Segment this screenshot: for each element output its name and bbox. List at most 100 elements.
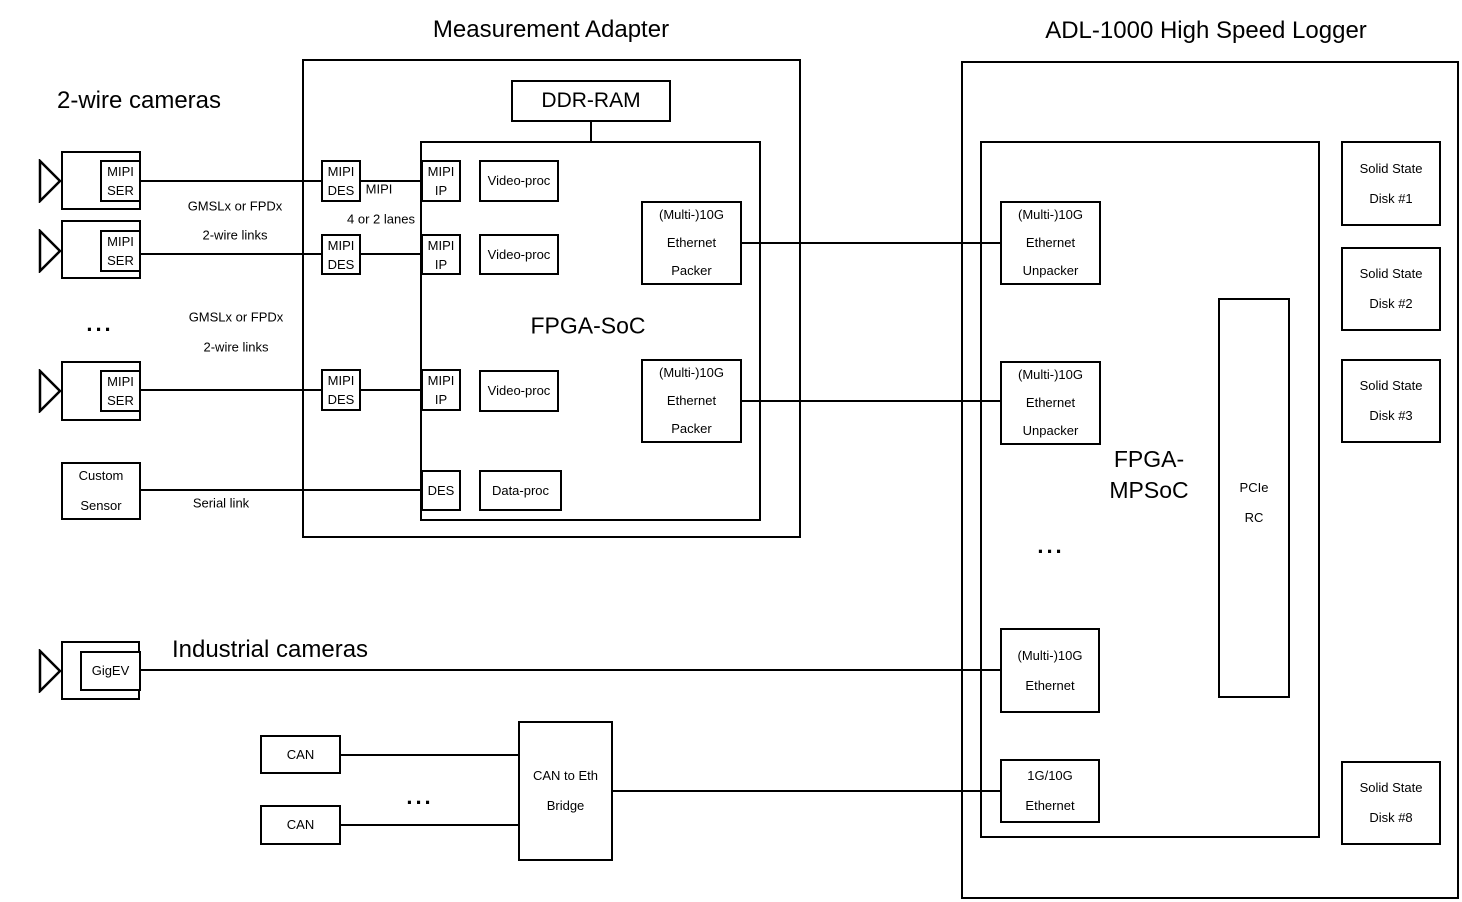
ddr-ram-box: DDR-RAM [511,80,671,122]
mipi-ser-line1: MIPI [107,374,134,389]
connector-can1-bridge [341,754,521,756]
pcie-rc-box: PCIe RC [1218,298,1290,698]
fpga-soc-label: FPGA-SoC [530,312,646,339]
fpga-mpsoc-label: FPGA- MPSoC [1109,444,1188,506]
ssd-line2: Disk #2 [1369,296,1413,311]
video-proc-box: Video-proc [479,234,559,275]
industrial-cameras-title: Industrial cameras [171,636,369,663]
mipi-ser-line2: SER [107,183,134,198]
can-ellipsis: ... [406,784,434,809]
link-label-gmsl: GMSLx or FPDx [188,309,284,325]
can-label: CAN [286,746,315,762]
camera-lens-icon [38,369,62,413]
can-label: CAN [286,817,315,832]
pcie-line2: RC [1244,510,1264,525]
pcie-line1: PCIe [1239,480,1269,495]
mipi-ip-line1: MIPI [427,373,455,388]
bridge-line2: Bridge [546,798,585,813]
link-label-serial: Serial link [192,495,250,511]
mipi-des-line1: MIPI [327,237,355,253]
bridge-line1: CAN to Eth [532,768,599,783]
can-node-box: CAN [260,805,341,845]
custom-sensor-box: Custom Sensor [61,462,141,520]
link-label-gmsl: GMSLx or FPDx [187,198,283,214]
unpacker-line1: (Multi-)10G [1017,207,1083,222]
packer-line1: (Multi-)10G [658,207,724,222]
can-eth-bridge-box: CAN to Eth Bridge [518,721,613,861]
mipi-ser-chip: MIPI SER [100,230,141,272]
link-label-mipi: MIPI [365,181,393,197]
gigev-label: GigEV [91,663,130,678]
connector-cam2-des2 [141,253,441,255]
ssd-box: Solid State Disk #8 [1341,761,1441,845]
camera-lens-icon [38,229,62,273]
connector-cam1-des1 [141,180,441,182]
fpga-mpsoc-label-line2: MPSoC [1109,477,1189,503]
mipi-des-line2: DES [327,256,355,272]
custom-sensor-line1: Custom [78,468,124,483]
mipi-des-box: MIPI DES [321,234,361,275]
packer-line3: Packer [671,421,712,436]
ddr-ram-label: DDR-RAM [541,89,641,112]
measurement-adapter-frame [302,59,801,538]
connector-bridge-eth [613,790,1043,792]
data-proc-label: Data-proc [491,482,550,498]
connector-gigev-eth [140,669,1045,671]
link-label-2wire: 2-wire links [202,227,268,243]
fpga-mpsoc-label-line1: FPGA- [1113,446,1185,472]
connector-can2-bridge [341,824,521,826]
des-box: DES [421,470,461,511]
ethernet-packer-box: (Multi-)10G Ethernet Packer [641,201,742,285]
gigev-chip: GigEV [80,651,141,691]
ssd-line2: Disk #8 [1369,810,1413,825]
measurement-adapter-title: Measurement Adapter [432,16,670,43]
unpacker-line1: (Multi-)10G [1017,367,1083,382]
ssd-line1: Solid State [1359,780,1423,795]
ethernet-unpacker-box: (Multi-)10G Ethernet Unpacker [1000,201,1101,285]
unpacker-line3: Unpacker [1022,263,1079,278]
link-label-lanes: 4 or 2 lanes [347,211,415,227]
packer-line2: Ethernet [666,393,717,408]
connector-packer2-unpacker2 [741,400,1041,402]
ssd-box: Solid State Disk #3 [1341,359,1441,443]
connector-cam3-des3 [141,389,441,391]
mipi-des-line2: DES [327,392,355,407]
ethernet-packer-box: (Multi-)10G Ethernet Packer [641,359,742,443]
video-proc-label: Video-proc [487,383,551,398]
ethernet-unpacker-box: (Multi-)10G Ethernet Unpacker [1000,361,1101,445]
ssd-line2: Disk #1 [1369,190,1413,206]
mipi-ip-box: MIPI IP [421,160,461,202]
mipi-ip-line2: IP [434,392,448,407]
logger-ellipsis: ... [1037,533,1065,558]
unpacker-line3: Unpacker [1022,423,1079,438]
video-proc-box: Video-proc [479,370,559,412]
ssd-box: Solid State Disk #1 [1341,141,1441,226]
eth-10g-line2: Ethernet [1025,677,1075,693]
mipi-ip-line1: MIPI [427,164,455,179]
link-label-2wire: 2-wire links [203,339,269,355]
video-proc-label: Video-proc [487,173,551,188]
packer-line3: Packer [671,263,712,278]
ethernet-1g-box: 1G/10G Ethernet [1000,759,1100,823]
fpga-soc-frame [420,141,761,521]
mipi-des-line2: DES [327,183,355,198]
eth-10g-line1: (Multi-)10G [1017,647,1083,663]
cameras-ellipsis: ... [86,311,114,336]
custom-sensor-line2: Sensor [80,498,122,513]
can-node-box: CAN [260,735,341,774]
des-label: DES [427,483,455,498]
connector-packer1-unpacker1 [741,242,1041,244]
packer-line2: Ethernet [666,235,717,250]
ethernet-10g-box: (Multi-)10G Ethernet [1000,628,1100,713]
mipi-des-box: MIPI DES [321,369,361,411]
mipi-ip-line1: MIPI [427,237,455,253]
unpacker-line2: Ethernet [1025,235,1076,250]
two-wire-cameras-title: 2-wire cameras [56,87,222,114]
mipi-ip-line2: IP [434,183,448,198]
eth-1g-line2: Ethernet [1025,798,1075,813]
camera-lens-icon [38,159,62,203]
mipi-ser-chip: MIPI SER [100,160,141,202]
mipi-ip-box: MIPI IP [421,234,461,275]
mipi-ip-box: MIPI IP [421,369,461,411]
